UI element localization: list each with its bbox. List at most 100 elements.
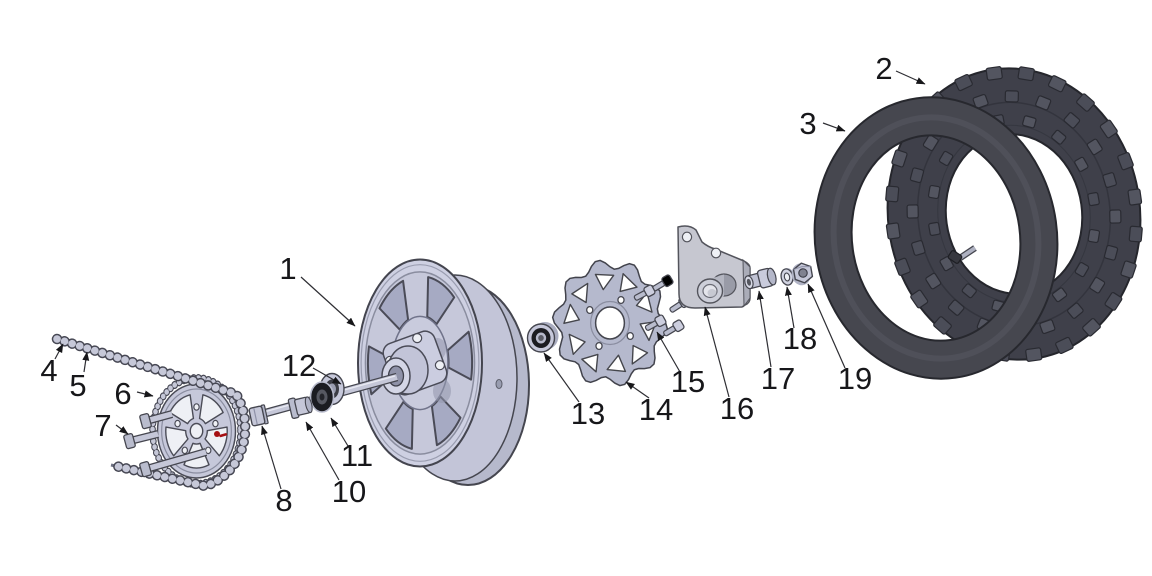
disc-bolt-holes	[587, 297, 634, 350]
tire-knob	[985, 66, 1003, 81]
tire-knob	[1039, 319, 1056, 335]
tire-knob	[1102, 172, 1117, 188]
callout-leaders	[54, 70, 926, 490]
tire-knob	[925, 272, 942, 290]
callout-2-leader	[895, 70, 926, 85]
drive-chain	[51, 333, 251, 492]
tire-knob	[954, 73, 973, 92]
sprocket-cutout	[166, 427, 188, 456]
callout-7-label: 7	[94, 408, 111, 443]
tire-knob	[1074, 262, 1090, 278]
disc-cutout	[564, 304, 582, 327]
callout-13-label: 13	[571, 396, 605, 431]
sprocket-brand-mark	[214, 431, 228, 438]
bracket-boss-bore-shade	[707, 289, 717, 297]
hub-bolt-hole	[434, 360, 445, 371]
disc-bolt	[663, 319, 685, 337]
tire-knob	[1004, 90, 1019, 103]
sprocket-bolt	[139, 448, 208, 478]
disc-center-hole	[596, 307, 625, 339]
disc-center-ring	[591, 302, 630, 345]
disc-cutout	[606, 355, 626, 374]
rim-valve-hole	[495, 379, 503, 389]
disc-cutout	[572, 280, 596, 306]
tire-knob	[1087, 228, 1101, 244]
tire-knob	[1035, 95, 1052, 111]
inner-tube-sheen	[830, 114, 1042, 362]
tire-knob	[1067, 302, 1084, 319]
disc-bolt	[633, 284, 656, 301]
caliper-bracket	[677, 225, 751, 309]
axle-spacer-right	[744, 267, 777, 290]
sprocket-bolt-hole	[182, 447, 187, 453]
disc-bolt-hole	[627, 333, 633, 340]
tire-knob	[891, 149, 908, 168]
callout-16-leader	[703, 306, 730, 398]
rear-wheel	[358, 260, 530, 486]
disc-cutouts	[564, 272, 656, 373]
tire-knob	[933, 316, 952, 335]
sprocket-plate-ring	[162, 389, 232, 473]
callout-19-label: 19	[838, 361, 872, 396]
callout-10-label: 10	[332, 474, 366, 509]
tire-knob	[922, 134, 939, 152]
disc-bolt	[652, 274, 674, 292]
callout-16-label: 16	[720, 391, 754, 426]
tire-knob	[1051, 287, 1068, 303]
wheel-bearing	[526, 322, 559, 353]
axle-bolt-head	[248, 404, 269, 427]
tire-knob	[909, 167, 925, 184]
callout-17-leader	[756, 290, 772, 368]
callout-17-label: 17	[761, 361, 795, 396]
tire-knob	[906, 204, 919, 219]
tire-knob	[927, 184, 941, 200]
tire-knob	[885, 222, 901, 240]
callout-18-label: 18	[783, 321, 817, 356]
inner-tube-body	[813, 96, 1059, 380]
tire-knob	[1076, 93, 1095, 112]
tire-knobs	[885, 66, 1143, 362]
tire-knob	[1051, 129, 1067, 145]
tire-knob	[1117, 151, 1134, 171]
tire-knob	[1087, 192, 1100, 207]
callout-labels: 1 2 3 4 5 6 7 8 10 11 12 13 14 15 16 17 …	[40, 51, 892, 518]
chain-rollers	[53, 335, 249, 490]
sprocket-center-hole	[190, 424, 202, 439]
disc-cutout	[580, 348, 603, 372]
callout-8-label: 8	[275, 483, 292, 518]
tire-knob	[1025, 347, 1043, 362]
tire-knob	[1047, 75, 1067, 93]
tire-knob	[961, 283, 977, 299]
callout-14-label: 14	[639, 392, 673, 427]
callout-10-leader	[305, 421, 340, 481]
callout-2-label: 2	[875, 51, 892, 86]
axle-assembly	[248, 372, 399, 427]
disc-bolt	[644, 314, 667, 331]
tire-knob	[1109, 209, 1122, 224]
sprocket-bolt	[139, 410, 174, 430]
tire	[885, 66, 1143, 362]
tire-knob	[1082, 318, 1101, 337]
tire-knob	[1103, 244, 1119, 261]
callout-12-label: 12	[282, 348, 316, 383]
tire-knob	[947, 299, 965, 316]
brake-disc	[553, 260, 668, 385]
sprocket-cutout	[170, 395, 194, 424]
sprocket-cutout	[200, 395, 224, 424]
callout-5-label: 5	[69, 368, 86, 403]
callout-13-leader	[543, 352, 580, 403]
tire-knob	[1128, 225, 1143, 243]
disc-cutout	[634, 293, 654, 318]
hub-recess-lower	[433, 379, 451, 403]
axle-spacer	[287, 396, 313, 420]
inner-tube	[813, 96, 1059, 380]
tire-knob	[1099, 119, 1118, 139]
sprocket-bolts	[123, 410, 208, 478]
sprocket-bolt-hole	[194, 404, 199, 410]
tire-knob	[1089, 276, 1106, 294]
disc-cutout	[615, 274, 638, 299]
tire-knob	[1086, 138, 1103, 156]
callout-12-leader	[312, 367, 342, 385]
